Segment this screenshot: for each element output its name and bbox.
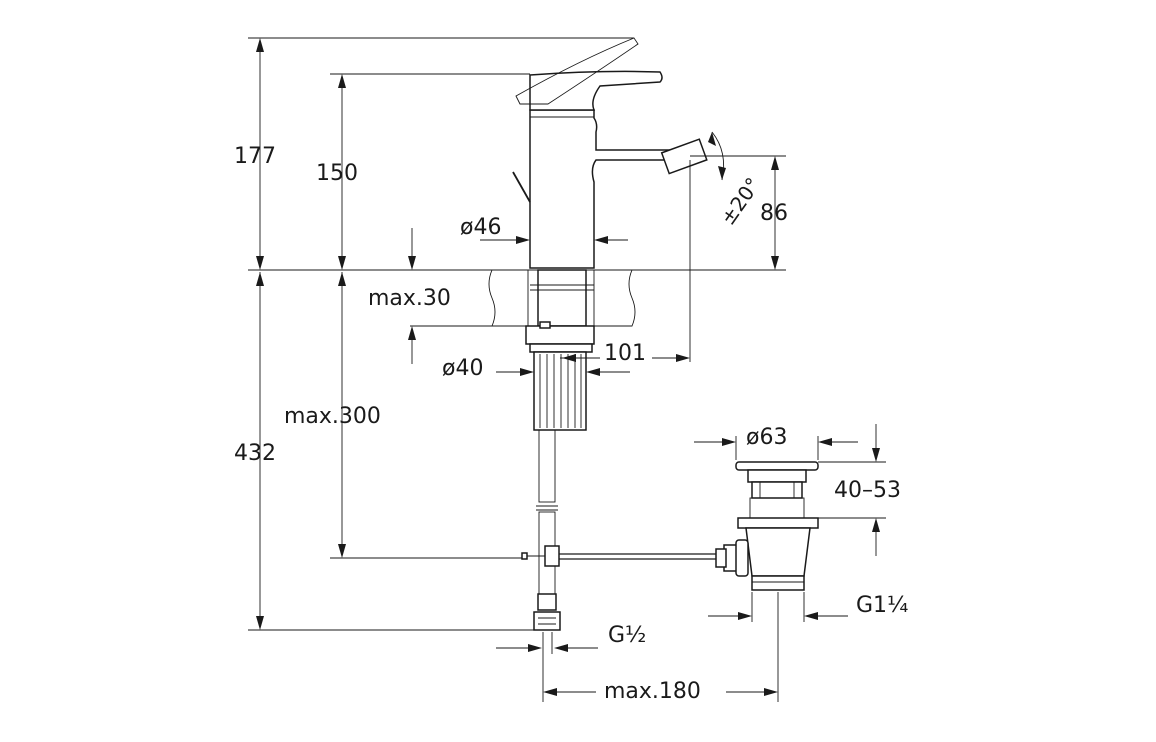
label-max-spacing: max.180	[604, 679, 701, 704]
label-outlet-height: 86	[760, 201, 788, 226]
label-waste-diameter: ø63	[746, 425, 787, 450]
faucet-body	[512, 37, 708, 269]
label-hose-length: max.300	[284, 404, 381, 429]
label-body-height: 150	[316, 161, 358, 186]
label-body-diameter: ø46	[460, 215, 501, 240]
popup-linkage	[521, 545, 724, 567]
label-spray-angle: ±20°	[716, 173, 766, 230]
label-max-deck: max.30	[368, 286, 451, 311]
waste-assembly	[715, 461, 819, 591]
label-reach: 101	[604, 341, 646, 366]
label-waste-range: 40–53	[834, 478, 901, 503]
label-below-height: 432	[234, 441, 276, 466]
flexible-hose	[533, 429, 561, 631]
label-waste-thread: G1¼	[856, 593, 908, 618]
label-total-height: 177	[234, 144, 276, 169]
dimension-labels: 177 150 86 ±20° ø46 max.30 101 ø40 max.3…	[234, 144, 908, 704]
label-shank-diameter: ø40	[442, 356, 483, 381]
shank	[525, 269, 595, 431]
label-hose-thread: G½	[608, 623, 646, 648]
dimension-lines	[248, 37, 886, 702]
